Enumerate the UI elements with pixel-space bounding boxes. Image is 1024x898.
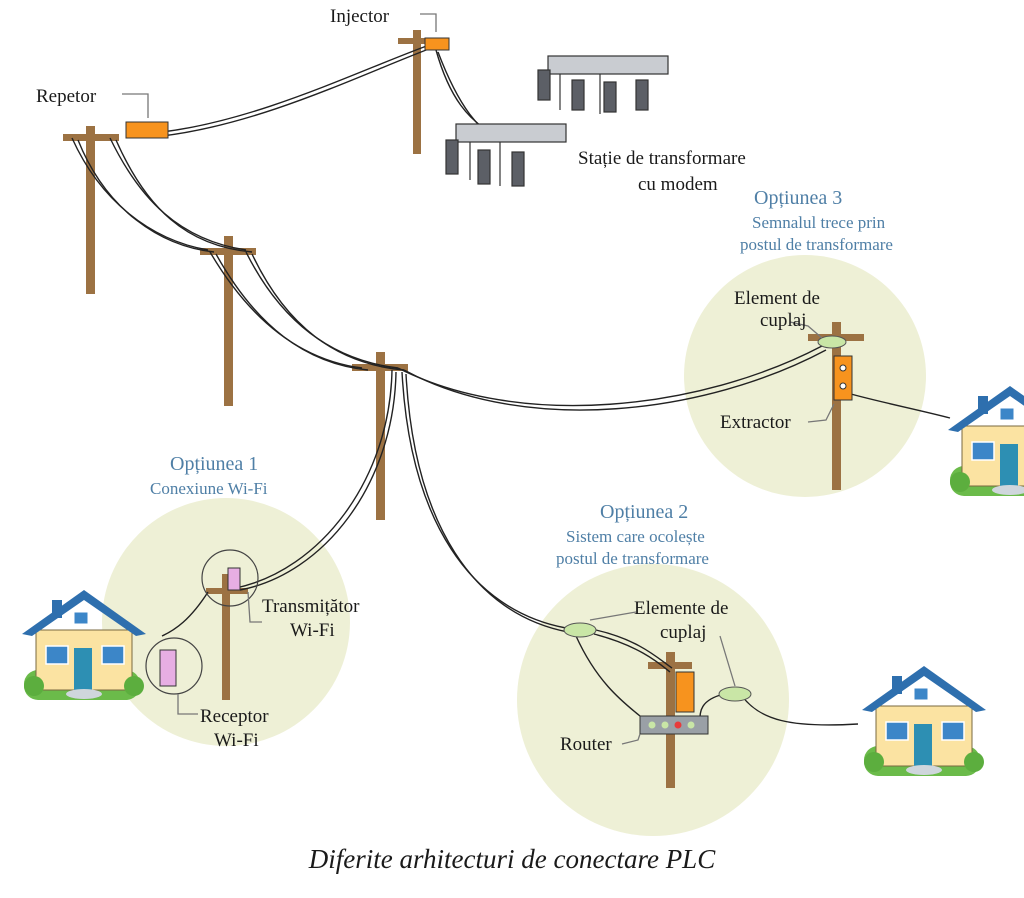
option3-line1: Semnalul trece prin <box>752 213 886 232</box>
figure-caption: Diferite arhitecturi de conectare PLC <box>308 844 716 874</box>
pole-option3 <box>832 322 841 490</box>
wifi-transmitter <box>227 567 241 591</box>
elemente-cuplaj-line1: Elemente de <box>634 598 728 619</box>
statie-label-line2: cu modem <box>638 174 718 195</box>
option2-device <box>675 671 695 713</box>
repetor-label: Repetor <box>36 86 97 107</box>
transmitator-line1: Transmițător <box>262 596 360 617</box>
house-option3 <box>947 385 1024 497</box>
transmitator-line2: Wi-Fi <box>290 620 335 641</box>
option3-title: Opțiunea 3 <box>754 187 842 209</box>
option2-line1: Sistem care ocolește <box>566 527 705 546</box>
receptor-line2: Wi-Fi <box>214 730 259 751</box>
pole-2 <box>224 236 233 406</box>
element-cuplaj-line2: cuplaj <box>760 310 806 331</box>
leader-lines <box>122 13 835 745</box>
option3-line2: postul de transformare <box>740 235 893 254</box>
injector-crossarm <box>398 38 438 44</box>
option2-line2: postul de transformare <box>556 549 709 568</box>
coupler-option2-right <box>718 686 752 702</box>
injector-label: Injector <box>330 6 390 27</box>
option1-line1: Conexiune Wi-Fi <box>150 479 268 498</box>
receptor-line1: Receptor <box>200 706 269 727</box>
coupler-option2-left <box>563 622 597 638</box>
extractor-label: Extractor <box>720 412 791 433</box>
pole-1 <box>86 126 95 294</box>
option3-zone <box>684 255 926 497</box>
substation-graphic <box>445 55 669 187</box>
pole-3 <box>376 352 385 520</box>
injector-device <box>424 37 450 51</box>
injector-pole <box>413 30 421 154</box>
router-device <box>639 715 709 735</box>
element-cuplaj-line1: Element de <box>734 288 820 309</box>
elemente-cuplaj-line2: cuplaj <box>660 622 706 643</box>
router-label: Router <box>560 734 612 755</box>
repetor-device <box>125 121 169 139</box>
extractor-device <box>833 355 853 401</box>
pole-option1 <box>222 574 230 700</box>
wifi-receiver <box>159 649 177 687</box>
option1-title: Opțiunea 1 <box>170 453 258 475</box>
coupler-option3 <box>817 335 847 349</box>
house-option2 <box>861 665 987 777</box>
option2-title: Opțiunea 2 <box>600 501 688 523</box>
statie-label-line1: Stație de transformare <box>578 148 746 169</box>
